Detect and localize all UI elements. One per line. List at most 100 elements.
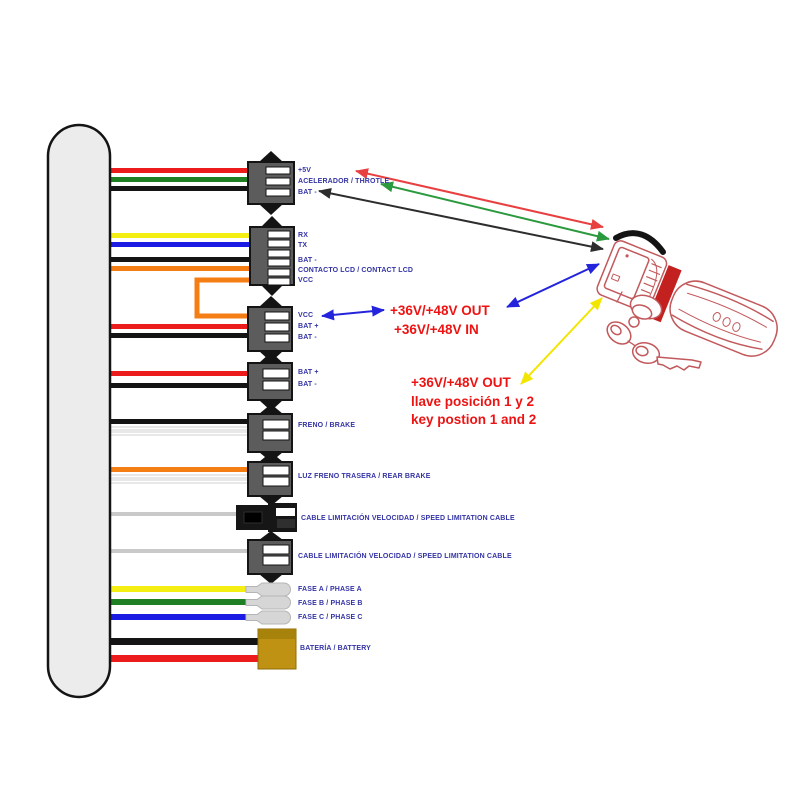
connector-battery-aux (247, 352, 293, 411)
spade-connector (245, 582, 291, 597)
pin-slot (265, 177, 291, 186)
pin-slot (262, 380, 290, 391)
wire-white (107, 426, 253, 431)
pin-slot (267, 239, 291, 248)
wire (108, 333, 252, 338)
wire-speed-limit-2 (108, 549, 252, 553)
clip-up-icon (259, 452, 283, 462)
key-ring (628, 316, 640, 328)
key-blade (656, 356, 702, 371)
wire (108, 638, 260, 645)
pin-slot (264, 322, 290, 332)
wires-battery (108, 638, 260, 662)
pin-slot (267, 249, 291, 258)
wire (108, 614, 250, 620)
connector-top (259, 630, 295, 639)
pin-slot (267, 230, 291, 239)
connector-brake (247, 404, 293, 462)
connector-throttle (247, 151, 295, 215)
pin-slot (262, 476, 290, 487)
pin-slot (267, 277, 291, 286)
pin-slot (262, 465, 290, 476)
pin-slot (276, 508, 295, 516)
throttle-cable (613, 230, 666, 255)
throttle-illustration (596, 230, 778, 371)
wire-vcc-loop (194, 277, 252, 319)
wires-brake-connector (107, 419, 253, 436)
battery-gauge-icon (640, 258, 662, 298)
clip-up-icon (259, 151, 283, 162)
clip-up-icon (259, 352, 283, 363)
spade-connector (245, 595, 291, 610)
connector-rear-brake (247, 452, 293, 506)
pin-slot (267, 258, 291, 267)
wires-battery-aux-connector (108, 371, 252, 388)
wires-phases (108, 586, 250, 620)
wire-white (107, 479, 253, 484)
arrow-black (318, 188, 604, 252)
wire (108, 242, 252, 247)
wire (108, 233, 252, 238)
throttle-grip (669, 280, 778, 357)
pin-slot (267, 268, 291, 277)
arrow-blue-vcc (321, 305, 385, 321)
clip-down-icon (259, 496, 283, 506)
wire (108, 419, 252, 424)
connector-battery (257, 628, 297, 670)
pin-slot (262, 368, 290, 379)
clip-down-icon (261, 285, 283, 296)
grip-dot (722, 317, 731, 327)
pin-slot (265, 166, 291, 175)
screen-button (610, 273, 621, 282)
throttle-screen (603, 246, 650, 300)
wire-white (107, 474, 253, 479)
connector-speed-limit-1 (236, 503, 297, 532)
pin-slot (262, 555, 290, 566)
arrow-yellow (520, 297, 603, 385)
clip-down-icon (259, 204, 283, 215)
key-head-hole (635, 345, 649, 357)
spade-connector (245, 610, 291, 625)
wire (108, 266, 252, 271)
pin-slot (262, 430, 290, 441)
wire (108, 586, 250, 592)
controller-body (46, 123, 112, 699)
wire (108, 383, 252, 388)
pin-slot (264, 311, 290, 321)
pin-slot (262, 544, 290, 555)
key-barrel-inner (631, 304, 653, 320)
wire (108, 168, 252, 173)
arrows (318, 168, 610, 385)
clip-up-icon (259, 531, 283, 540)
wire (108, 599, 250, 605)
wire (108, 177, 252, 182)
connector-inner (243, 511, 263, 524)
phase-spade-connectors (245, 582, 291, 625)
pin-slot (265, 188, 291, 197)
clip-down-icon (259, 574, 283, 584)
wire (108, 371, 252, 376)
arrow-blue-key (506, 263, 600, 308)
wires-throttle-connector (108, 168, 252, 191)
wires-power-connector (108, 324, 252, 338)
grip-rib (686, 283, 774, 323)
wire (108, 186, 252, 191)
grip-rib (678, 308, 761, 343)
wire-speed-limit-1 (108, 512, 240, 516)
pin-slot (264, 333, 290, 343)
arrow-red (355, 168, 604, 230)
connector-lcd (249, 216, 295, 296)
grip-rib (686, 292, 767, 328)
grip-rib (671, 314, 763, 350)
key-head (606, 321, 632, 345)
clip-up-icon (259, 404, 283, 414)
grip-dot (712, 312, 721, 322)
connector-inner (277, 519, 295, 528)
indicator-dot (625, 254, 629, 258)
wires-rear-brake-connector (107, 467, 253, 484)
wire (108, 467, 252, 472)
wires-lcd-connector (108, 233, 252, 271)
clip-up-icon (261, 216, 283, 227)
wire (108, 257, 252, 262)
